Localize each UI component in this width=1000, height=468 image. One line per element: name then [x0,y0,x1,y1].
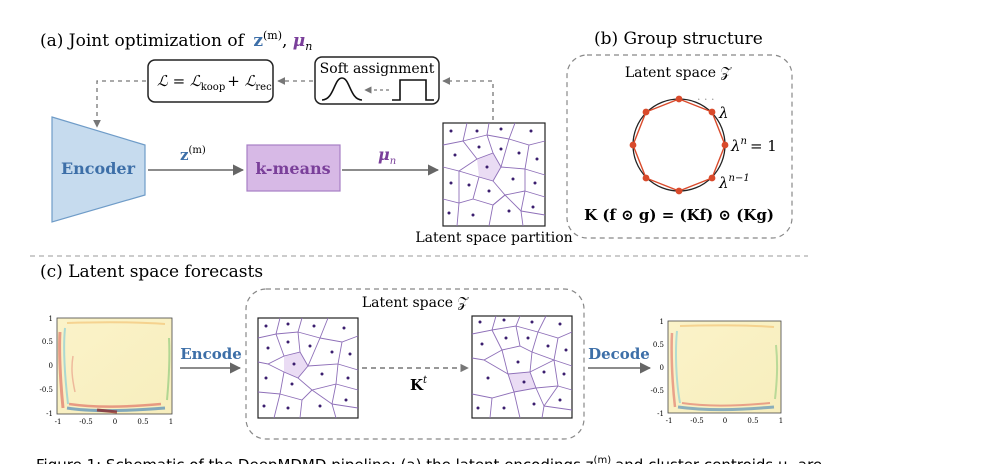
decode-label: Decode [588,345,650,363]
panel-b: (b) Group structure Latent space 𝒵 · · ·… [566,29,793,239]
input-plot-xticks: -1 -0.5 0 0.5 1 [55,418,174,426]
svg-text:1: 1 [779,417,783,425]
koopman-operator-label: Kt [410,375,428,394]
encoder-block [51,116,146,223]
kmeans-label: k-means [255,159,330,178]
step-function-icon [392,79,434,101]
panel-c: (c) Latent space forecasts 1 0.5 0 -0.5 … [40,262,784,440]
svg-text:-0.5: -0.5 [651,387,665,395]
svg-text:1: 1 [49,315,53,323]
panel-c-title: (c) Latent space forecasts [40,262,263,282]
output-plot-xticks: -1 -0.5 0 0.5 1 [666,417,784,425]
svg-text:0.5: 0.5 [42,338,53,346]
output-plot-yticks: 1 0.5 0 -0.5 -1 [651,318,665,418]
mu-label: μn [378,145,396,167]
multiplicative-equation: K (f ⊙ g) = (Kf) ⊙ (Kg) [584,206,774,224]
soft-assignment-box [314,56,440,105]
latent-space-label-c: Latent space 𝒵 [362,295,470,311]
svg-text:-0.5: -0.5 [79,418,93,426]
loss-box [147,59,274,103]
svg-text:-1: -1 [55,418,62,426]
voronoi-partition-a [442,122,546,227]
encode-label: Encode [180,345,242,363]
eigenvalue-nodes [629,95,729,195]
kmeans-block [246,144,341,192]
svg-text:1: 1 [169,418,173,426]
svg-text:0.5: 0.5 [747,417,758,425]
partition-caption: Latent space partition [415,230,572,246]
input-field-plot [56,317,173,415]
loss-to-encoder-arrow [93,80,146,128]
svg-text:-1: -1 [46,410,53,418]
loss-formula: ℒ = ℒkoop+ ℒrec [157,72,272,93]
svg-text:0: 0 [723,417,727,425]
lambda-label: λ [718,104,729,122]
input-plot-yticks: 1 0.5 0 -0.5 -1 [40,315,54,418]
partition-to-soft-arrow [442,77,494,120]
panel-a: (a) Joint optimization of z(m), μn ℒ = ℒ… [40,29,573,246]
svg-text:-1: -1 [657,410,664,418]
gaussian-curve-icon [321,77,363,101]
svg-text:0.5: 0.5 [653,341,664,349]
svg-text:0: 0 [660,364,664,372]
lambda-n-1-label: λn−1 [718,173,750,192]
latent-space-box [245,288,585,440]
encoder-label: Encoder [61,159,136,178]
voronoi-partition-c-right [471,315,573,419]
continuation-dots: · · · [697,93,714,106]
latent-space-label-b: Latent space 𝒵 [625,65,733,81]
panel-b-title: (b) Group structure [594,29,763,49]
svg-text:1: 1 [660,318,664,326]
group-structure-box [566,54,793,239]
svg-text:0: 0 [113,418,117,426]
output-field-plot [667,320,782,414]
svg-text:0: 0 [49,362,53,370]
svg-text:0.5: 0.5 [137,418,148,426]
lambda-n-label: λn= 1 [730,136,777,155]
z-label: z(m) [180,145,206,164]
panel-a-title: (a) Joint optimization of z(m), μn [40,29,312,53]
svg-text:-0.5: -0.5 [40,386,54,394]
soft-assignment-label: Soft assignment [320,61,435,77]
figure-caption: Figure 1: Schematic of the DeepMDMD pipe… [36,455,822,464]
svg-text:-0.5: -0.5 [690,417,704,425]
voronoi-partition-c-left [257,317,359,419]
svg-text:-1: -1 [666,417,673,425]
